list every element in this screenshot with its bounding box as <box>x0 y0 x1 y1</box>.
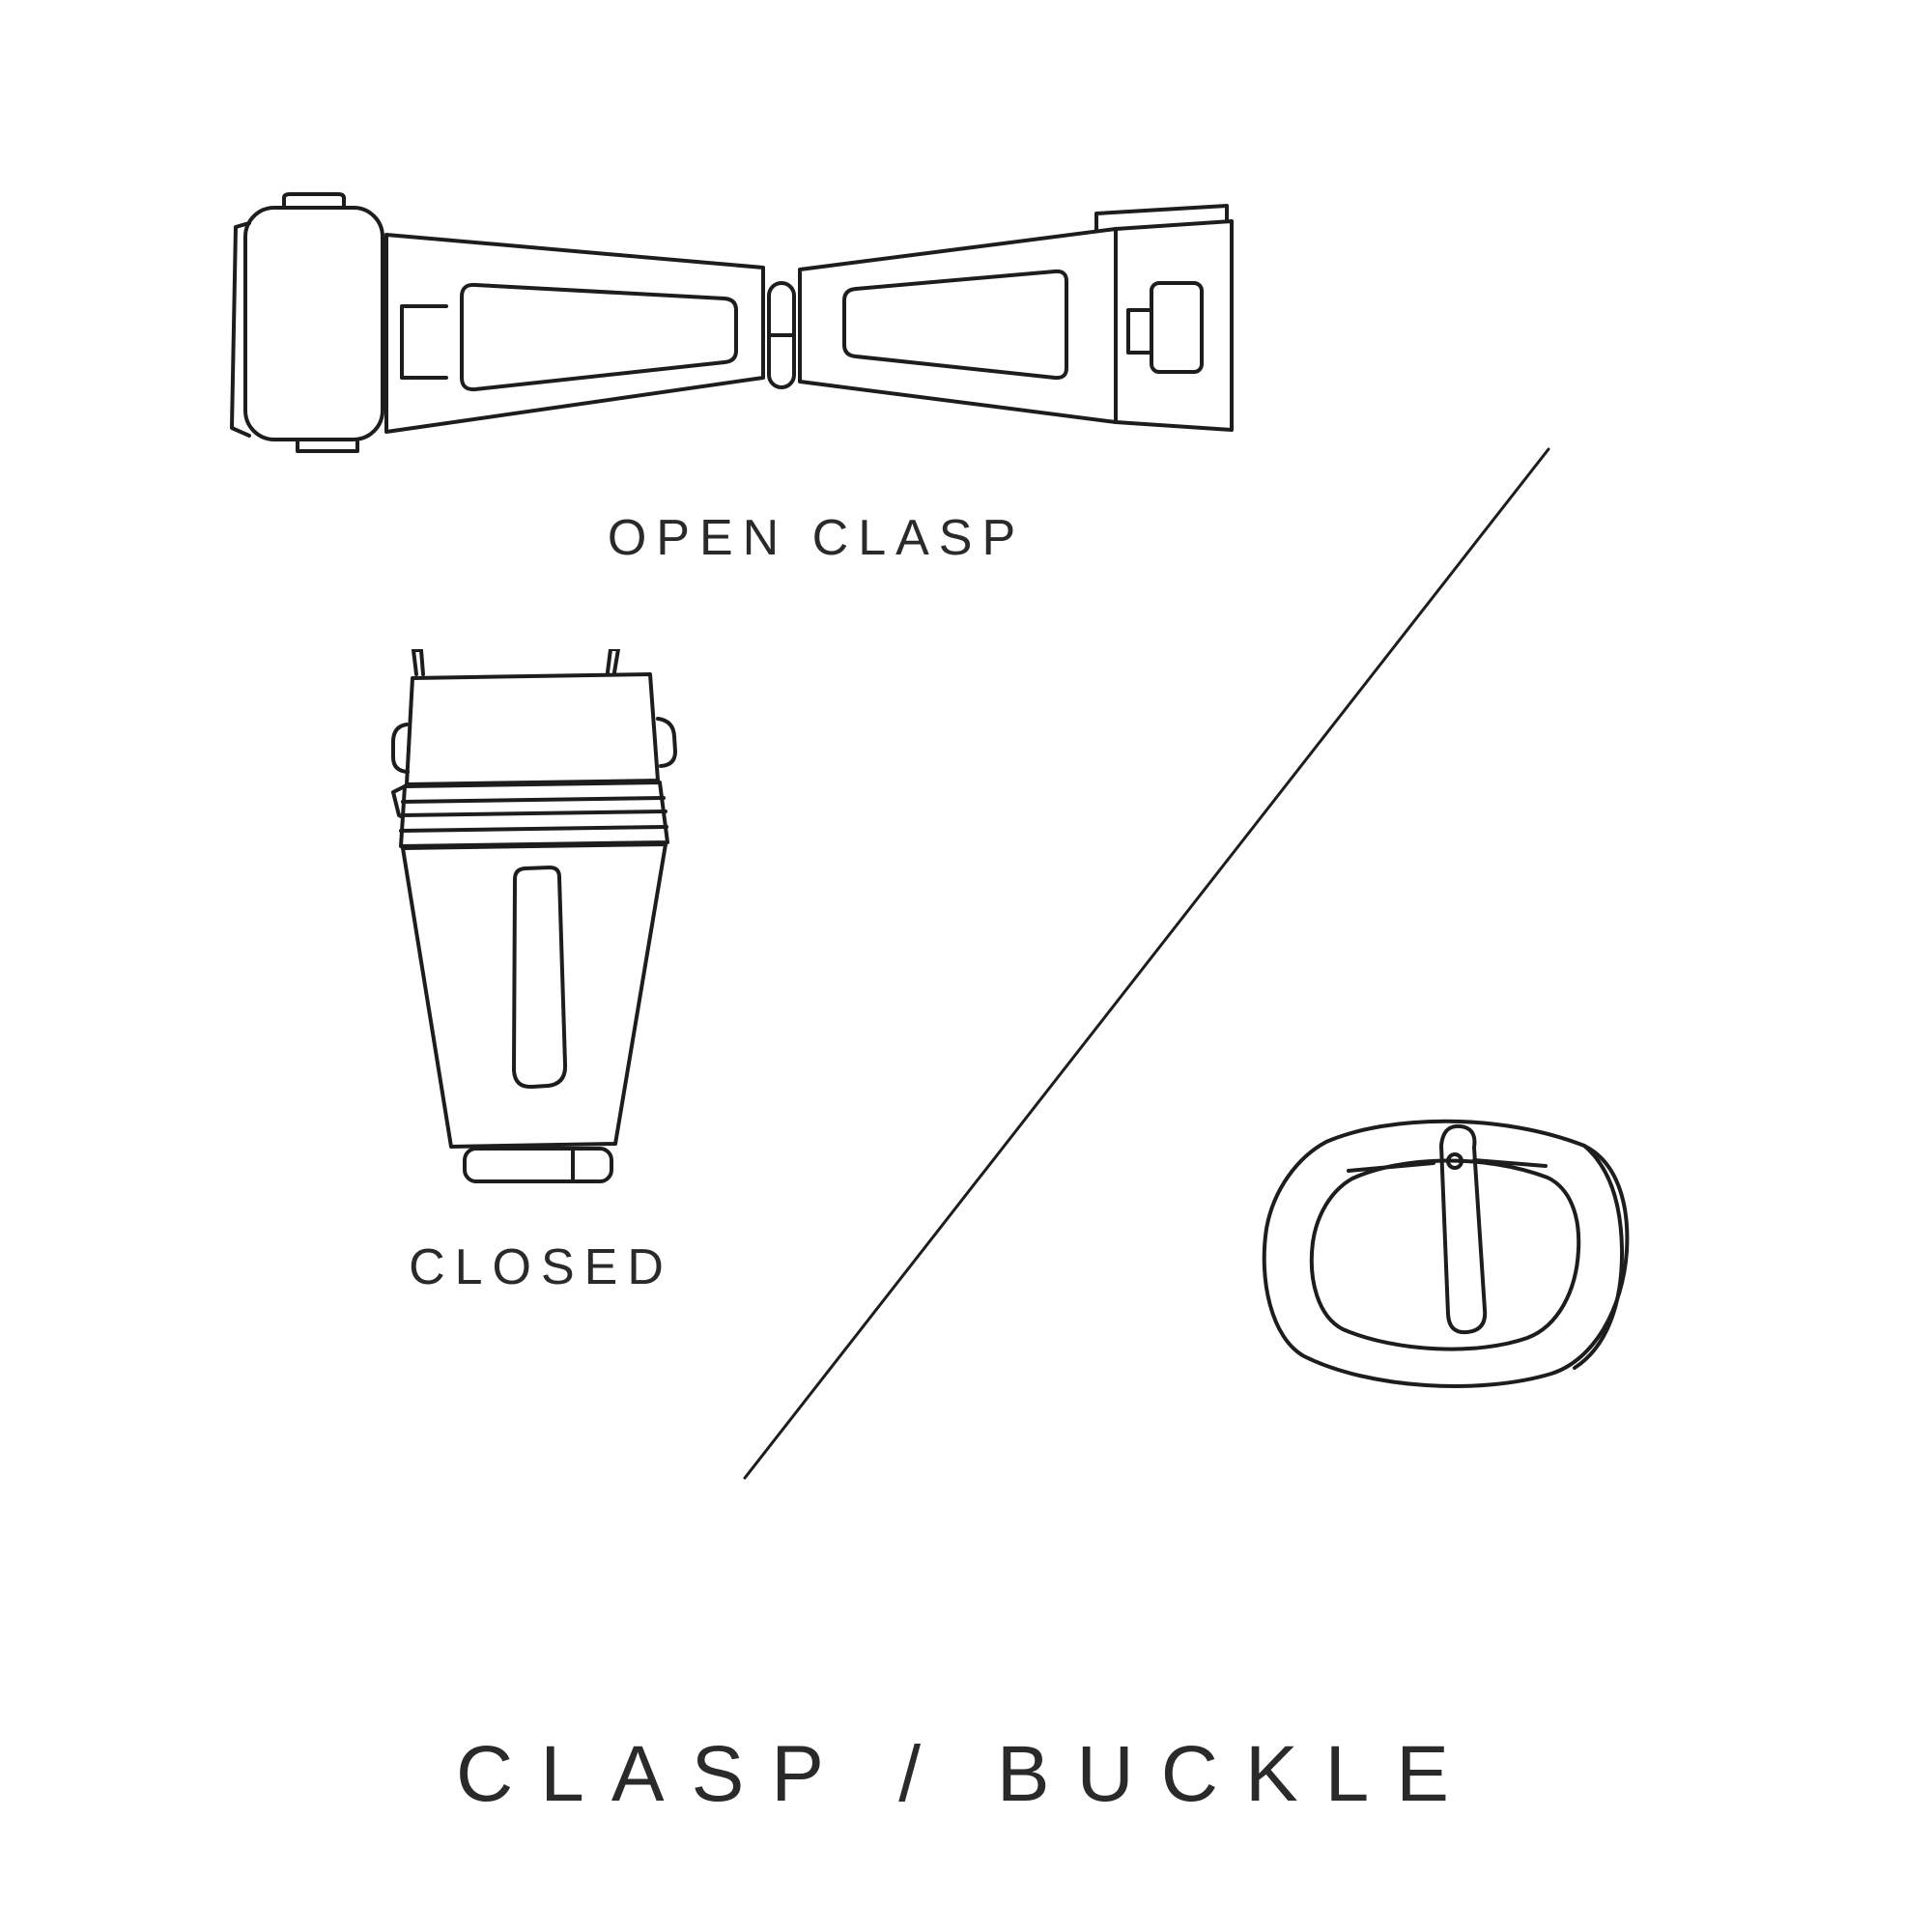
divider-line-icon <box>743 447 1550 1480</box>
open-clasp-right-arm <box>798 204 1234 432</box>
open-clasp-illustration <box>222 188 1314 478</box>
buckle-crossbar <box>1347 1152 1548 1173</box>
closed-clasp-ridges <box>391 781 669 848</box>
closed-clasp-label: CLOSED <box>409 1239 673 1295</box>
open-clasp-hinge <box>767 281 796 389</box>
buckle-icon <box>1262 1119 1630 1388</box>
buckle-illustration <box>1235 1082 1660 1430</box>
closed-clasp-illustration <box>391 649 691 1205</box>
closed-clasp-body <box>401 842 668 1149</box>
open-clasp-left-endpiece <box>230 192 384 453</box>
buckle-prong <box>1439 1123 1488 1335</box>
diagonal-divider-line <box>729 435 1570 1492</box>
closed-clasp-icon <box>391 649 677 1183</box>
closed-clasp-prongs <box>412 649 620 676</box>
closed-clasp-top-block <box>391 672 677 786</box>
open-clasp-left-arm <box>384 233 765 434</box>
open-clasp-label: OPEN CLASP <box>607 510 1026 566</box>
closed-clasp-bottom-bar <box>463 1147 613 1183</box>
buckle-frame <box>1262 1119 1630 1388</box>
page-title: CLASP / BUCKLE <box>456 1730 1476 1818</box>
open-clasp-icon <box>230 192 1234 453</box>
